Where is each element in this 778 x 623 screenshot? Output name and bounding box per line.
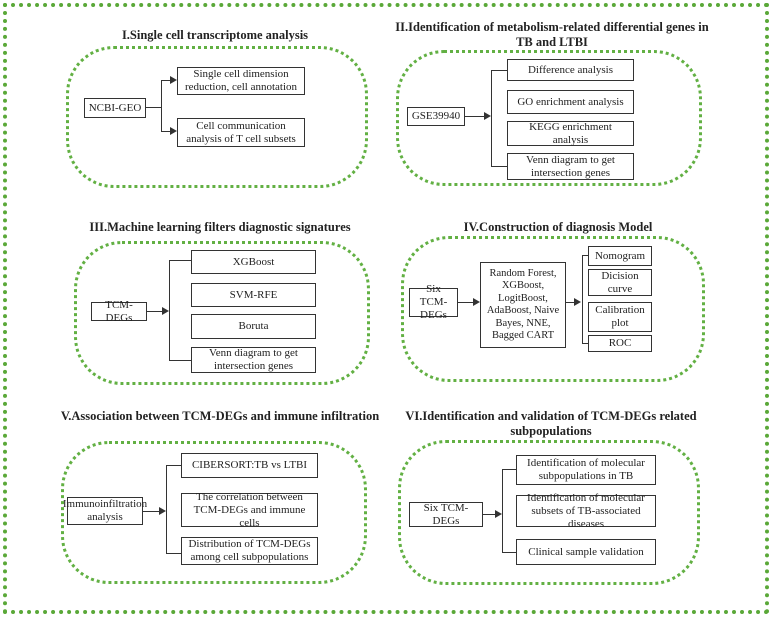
- connector-line: [502, 469, 516, 470]
- bracket-line: [502, 469, 503, 552]
- step-box: Identification of molecular subsets of T…: [516, 492, 656, 530]
- section-oval: [396, 50, 702, 186]
- step-box: Nomogram: [588, 246, 652, 266]
- step-box: Identification of molecular subpopulatio…: [516, 455, 656, 485]
- connector-line: [582, 343, 588, 344]
- step-box: CIBERSORT:TB vs LTBI: [181, 453, 318, 478]
- bracket-line: [491, 70, 492, 166]
- arrow-icon: [170, 76, 177, 84]
- connector-line: [169, 260, 191, 261]
- connector-line: [146, 107, 161, 108]
- step-box: SVM-RFE: [191, 283, 316, 307]
- step-box: Venn diagram to get intersection genes: [191, 347, 316, 373]
- source-box: Six TCM-DEGs: [409, 502, 483, 527]
- bracket-line: [169, 260, 170, 360]
- connector-line: [166, 553, 181, 554]
- bracket-line: [166, 465, 167, 553]
- arrow-icon: [484, 112, 491, 120]
- step-box: Calibration plot: [588, 302, 652, 332]
- step-box: KEGG enrichment analysis: [507, 121, 634, 146]
- step-box: XGBoost: [191, 250, 316, 274]
- connector-line: [491, 166, 507, 167]
- connector-line: [465, 116, 485, 117]
- arrow-icon: [574, 298, 581, 306]
- source-box: Immunoinfiltration analysis: [62, 497, 148, 525]
- step-box: Distribution of TCM-DEGs among cell subp…: [181, 537, 318, 565]
- step-box: Cell communication analysis of T cell su…: [177, 118, 305, 147]
- arrow-icon: [159, 507, 166, 515]
- connector-line: [483, 514, 496, 515]
- section-oval: [401, 236, 705, 382]
- section-title: III.Machine learning filters diagnostic …: [89, 220, 351, 234]
- source-box: GSE39940: [407, 107, 465, 126]
- connector-line: [143, 511, 160, 512]
- arrow-icon: [170, 127, 177, 135]
- connector-line: [147, 311, 163, 312]
- arrow-icon: [473, 298, 480, 306]
- step-box: Single cell dimension reduction, cell an…: [177, 67, 305, 95]
- bracket-line: [161, 80, 162, 131]
- connector-line: [582, 255, 588, 256]
- outer-frame: [3, 3, 769, 614]
- connector-line: [161, 131, 171, 132]
- step-box: Difference analysis: [507, 59, 634, 81]
- step-box: Clinical sample validation: [516, 539, 656, 565]
- arrow-icon: [162, 307, 169, 315]
- section-title: VI.Identification and validation of TCM-…: [405, 409, 697, 438]
- section-title: V.Association between TCM-DEGs and immun…: [60, 409, 380, 423]
- section-title: I.Single cell transcriptome analysis: [121, 28, 309, 42]
- step-box: GO enrichment analysis: [507, 90, 634, 114]
- connector-line: [491, 70, 507, 71]
- connector-line: [166, 465, 181, 466]
- source-box: TCM-DEGs: [91, 299, 147, 324]
- step-box: Venn diagram to get intersection genes: [507, 153, 634, 180]
- connector-line: [161, 80, 171, 81]
- source-box: Six TCM-DEGs: [409, 283, 458, 321]
- section-oval: [74, 241, 370, 385]
- source-box: NCBI-GEO: [84, 98, 146, 118]
- bracket-line: [582, 255, 583, 343]
- connector-line: [169, 360, 191, 361]
- step-box: Boruta: [191, 314, 316, 339]
- connector-line: [458, 302, 474, 303]
- connector-line: [502, 552, 516, 553]
- method-box: Random Forest, XGBoost, LogitBoost, AdaB…: [480, 262, 566, 348]
- section-oval: [398, 440, 700, 585]
- section-oval: [66, 46, 368, 188]
- section-oval: [61, 441, 367, 584]
- arrow-icon: [495, 510, 502, 518]
- step-box: ROC: [588, 335, 652, 352]
- step-box: The correlation between TCM-DEGs and imm…: [181, 491, 318, 529]
- section-title: IV.Construction of diagnosis Model: [463, 220, 653, 234]
- step-box: Dicision curve: [588, 269, 652, 296]
- connector-line: [566, 302, 575, 303]
- section-title: II.Identification of metabolism-related …: [395, 20, 709, 49]
